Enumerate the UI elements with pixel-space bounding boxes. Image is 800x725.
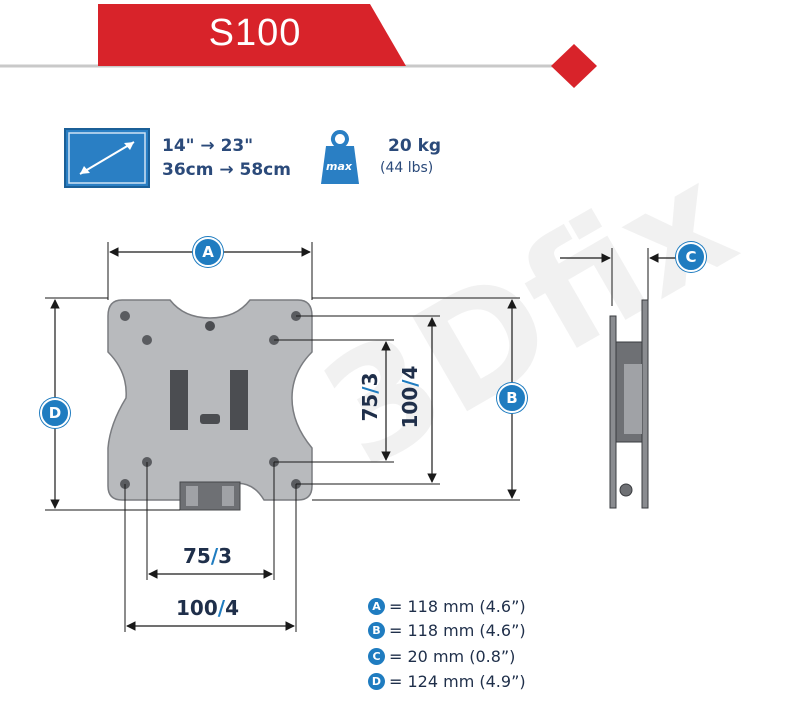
- marker-a: A: [193, 237, 223, 267]
- marker-c: C: [676, 242, 706, 272]
- legend-row-b: B = 118 mm (4.6”): [368, 621, 526, 640]
- legend-key: C: [368, 648, 385, 665]
- screen-size-cm: 36cm → 58cm: [162, 160, 291, 180]
- dim-vertical-inner-label: 75/3: [358, 372, 382, 422]
- max-load-kg: 20 kg: [388, 136, 442, 156]
- model-title: S100: [208, 12, 302, 54]
- dim-horizontal-inner-label: 75/3: [183, 544, 233, 568]
- screen-size-inch: 14" → 23": [162, 136, 254, 156]
- legend-text: = 118 mm (4.6”): [389, 621, 526, 640]
- marker-d: D: [40, 398, 70, 428]
- vesa-plate: [107, 299, 313, 501]
- screen-size-icon: [64, 128, 150, 188]
- legend-text: = 118 mm (4.6”): [389, 597, 526, 616]
- max-load-lbs: (44 lbs): [380, 160, 434, 176]
- marker-b: B: [497, 383, 527, 413]
- legend-text: = 20 mm (0.8”): [389, 647, 516, 666]
- legend-key: B: [368, 622, 385, 639]
- weight-icon: [321, 130, 359, 184]
- legend-row-d: D = 124 mm (4.9”): [368, 672, 526, 691]
- legend-text: = 124 mm (4.9”): [389, 672, 526, 691]
- diamond-icon: [551, 44, 597, 88]
- legend-row-a: A = 118 mm (4.6”): [368, 597, 526, 616]
- legend-row-c: C = 20 mm (0.8”): [368, 647, 515, 666]
- side-profile: [560, 248, 700, 509]
- legend-key: A: [368, 598, 385, 615]
- header-banner: [0, 4, 597, 88]
- dim-vertical-outer-label: 100/4: [398, 365, 422, 429]
- dim-horizontal-outer-label: 100/4: [176, 596, 239, 620]
- max-label: max: [326, 160, 352, 173]
- legend-key: D: [368, 673, 385, 690]
